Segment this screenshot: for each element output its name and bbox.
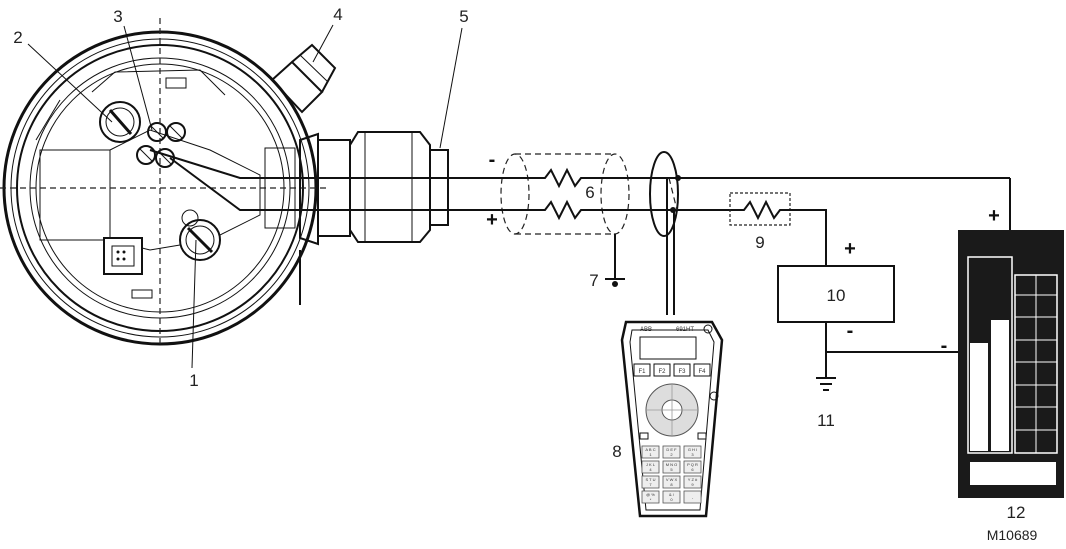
transmitter-housing	[0, 18, 330, 346]
keypad-key[interactable]	[641, 475, 660, 489]
keypad-key-label: 6	[691, 467, 694, 472]
keypad-key[interactable]	[662, 490, 681, 504]
keypad-key-label: -	[692, 495, 694, 500]
function-keys: F1 F2 F3 F4	[633, 363, 711, 377]
recorder-indicator	[958, 230, 1064, 498]
keypad-key-label: M N O	[666, 462, 678, 467]
svg-text:F3: F3	[678, 369, 686, 375]
handheld-brand: ABB	[640, 327, 652, 333]
keypad-key-label: & /	[669, 492, 675, 497]
keypad-key[interactable]	[683, 445, 702, 459]
cable-shield	[500, 153, 630, 235]
keypad-key-label: 8	[670, 482, 673, 487]
handheld-model: 691HT	[676, 327, 694, 333]
svg-text:F1: F1	[638, 369, 646, 375]
label-9: 9	[755, 233, 764, 252]
keypad-key-label: S T U	[645, 477, 655, 482]
screw-bottom	[179, 219, 221, 261]
handheld-terminal: ABB 691HT F1 F2 F3 F4 A B C1 D E F2 G H I3…	[620, 320, 724, 518]
screw-top	[99, 101, 141, 143]
ground-screw	[181, 209, 199, 227]
label-12: 12	[1007, 503, 1026, 522]
keypad-key-label: A B C	[645, 447, 655, 452]
keypad-key-label: 2	[670, 452, 673, 457]
f1-key[interactable]	[633, 363, 651, 377]
keypad-key[interactable]	[641, 445, 660, 459]
keypad-key[interactable]	[683, 490, 702, 504]
keypad-key-label: 5	[670, 467, 673, 472]
keypad: A B C1 D E F2 G H I3 J K L4 M N O5 P Q R6 S T …	[641, 445, 702, 504]
keypad-key-label: 1	[649, 452, 652, 457]
keypad-key[interactable]	[662, 475, 681, 489]
callouts: 1 2 3 4 5 6 7 8 9 11 12 M10689	[13, 5, 1037, 543]
breather-plug	[270, 43, 337, 114]
hart-clips	[649, 151, 681, 315]
label-4: 4	[333, 5, 342, 24]
keypad-key-label: @ %	[646, 492, 655, 497]
label-3: 3	[113, 7, 122, 26]
keypad-key-label: Y Z #	[688, 477, 698, 482]
keypad-key-label: V W X	[666, 477, 678, 482]
keypad-key-label: J K L	[646, 462, 656, 467]
label-6: 6	[585, 183, 594, 202]
label-10: 10	[827, 286, 846, 305]
keypad-key[interactable]	[662, 460, 681, 474]
navigation-pad[interactable]	[645, 383, 699, 437]
keypad-key[interactable]	[683, 460, 702, 474]
label-1: 1	[189, 371, 198, 390]
recorder-plus-sign: +	[988, 205, 1000, 227]
power-supply: 10	[777, 265, 960, 378]
load-resistor	[729, 192, 827, 265]
cable-gland	[264, 131, 455, 246]
earth-ground	[816, 377, 836, 391]
drawing-number: M10689	[987, 527, 1038, 543]
f2-key[interactable]	[653, 363, 671, 377]
label-11: 11	[817, 411, 835, 430]
f3-key[interactable]	[673, 363, 691, 377]
keypad-key-label: 3	[691, 452, 694, 457]
cable-plus-sign: +	[486, 209, 498, 231]
plus-wire	[455, 199, 740, 221]
keypad-key-label: P Q R	[687, 462, 698, 467]
svg-text:F4: F4	[698, 369, 706, 375]
power-button[interactable]	[709, 391, 719, 401]
handheld-display	[639, 336, 697, 360]
keypad-key-label: 0	[670, 497, 673, 502]
keypad-key[interactable]	[683, 475, 702, 489]
label-2: 2	[13, 28, 22, 47]
exit-key[interactable]	[697, 432, 707, 440]
polarity-marks: - + + - + -	[486, 149, 1000, 357]
svg-text:F2: F2	[658, 369, 666, 375]
label-5: 5	[459, 7, 468, 26]
label-7: 7	[589, 271, 598, 290]
f4-key[interactable]	[693, 363, 711, 377]
keypad-key-label: 4	[649, 467, 652, 472]
keypad-key-label: 9	[691, 482, 694, 487]
test-connector	[103, 237, 143, 275]
supply-plus-sign: +	[844, 238, 856, 260]
keypad-key[interactable]	[641, 490, 660, 504]
keypad-key[interactable]	[662, 445, 681, 459]
label-8: 8	[612, 442, 621, 461]
cable-minus-sign: -	[489, 149, 496, 171]
keypad-key-label: *	[650, 497, 652, 502]
recorder-minus-sign: -	[941, 335, 948, 357]
minus-wire	[455, 167, 1010, 189]
enter-key[interactable]	[639, 432, 649, 440]
keypad-key-label: D E F	[666, 447, 677, 452]
supply-minus-sign: -	[847, 320, 854, 342]
keypad-key-label: G H I	[688, 447, 697, 452]
keypad-key-label: 7	[649, 482, 652, 487]
keypad-key[interactable]	[641, 460, 660, 474]
